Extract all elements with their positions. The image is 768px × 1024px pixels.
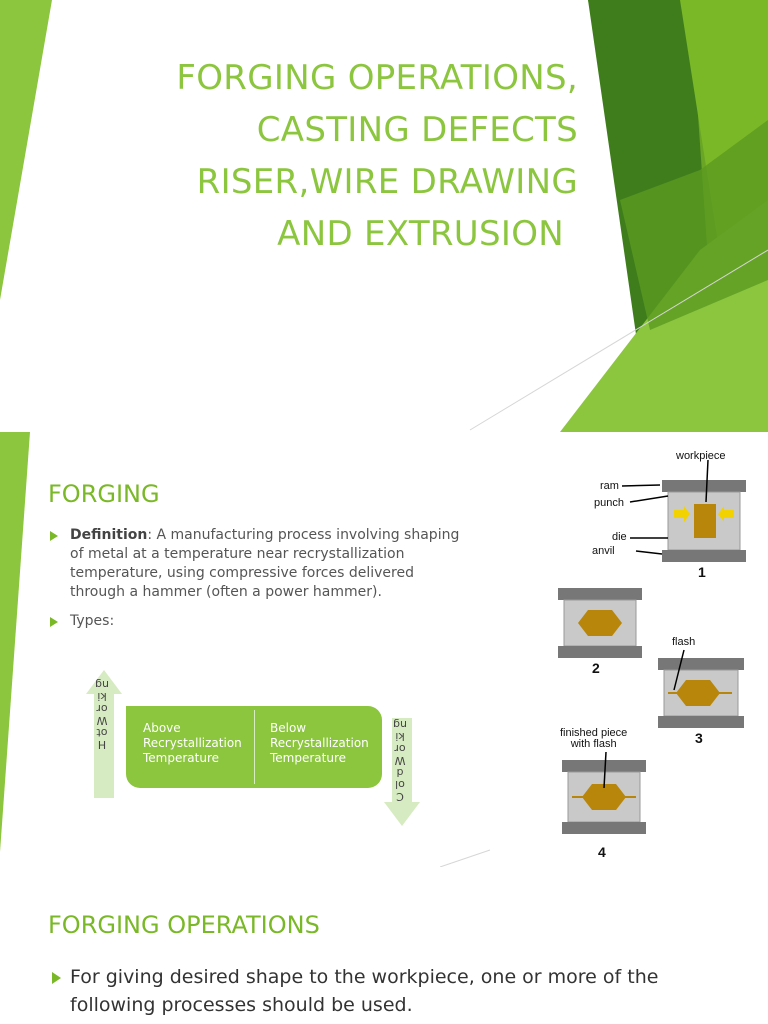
slide-title: FORGING OPERATIONS, CASTING DEFECTS RISE…: [110, 52, 578, 260]
types-box: Above Recrystallization Temperature Belo…: [126, 706, 382, 788]
title-line: AND EXTRUSION: [277, 214, 564, 254]
section-title: FORGING: [48, 480, 160, 508]
title-slide: FORGING OPERATIONS, CASTING DEFECTS RISE…: [0, 0, 768, 432]
forging-operations-slide: FORGING OPERATIONS For giving desired sh…: [0, 867, 768, 1024]
definition-label: Definition: [70, 527, 148, 543]
types-bullet: Types:: [50, 612, 115, 631]
title-line: FORGING OPERATIONS,: [176, 58, 578, 98]
arrow-up-icon: [86, 670, 122, 798]
operations-text: For giving desired shape to the workpiec…: [70, 966, 659, 1016]
step-number: 1: [698, 564, 706, 580]
hot-working-label: H ot W or ki ng: [95, 678, 109, 751]
label-workpiece: workpiece: [676, 450, 726, 462]
label-punch: punch: [594, 497, 624, 509]
label-ram: ram: [600, 480, 619, 492]
definition-bullet: Definition: A manufacturing process invo…: [50, 526, 470, 602]
definition-text: : A manufacturing process involving shap…: [70, 527, 460, 600]
step-number: 2: [592, 660, 600, 676]
bullet-arrow-icon: [50, 531, 58, 541]
label-flash: flash: [672, 636, 696, 648]
forging-slide: FORGING Definition: A manufacturing proc…: [0, 432, 768, 867]
forging-process-diagram: workpiece ram punch die anvil 1 2 flash …: [548, 440, 768, 867]
title-line: CASTING DEFECTS: [256, 110, 578, 150]
types-divider: [254, 710, 255, 784]
types-label: Types:: [70, 613, 115, 629]
cold-working-label: C ol d W or ki ng: [393, 718, 407, 803]
type-above-recrystallization: Above Recrystallization Temperature: [143, 721, 242, 765]
green-stripe-decoration: [0, 432, 491, 867]
bullet-arrow-icon: [50, 617, 58, 627]
title-line: RISER,WIRE DRAWING: [196, 162, 578, 202]
operations-bullet: For giving desired shape to the workpiec…: [52, 963, 710, 1019]
step-number: 4: [598, 844, 606, 860]
label-anvil: anvil: [592, 545, 615, 557]
label-finished-piece: finished piece with flash: [560, 727, 628, 750]
arrow-down-icon: [384, 718, 420, 826]
step-number: 3: [695, 730, 703, 746]
green-stripes-decoration: [0, 0, 768, 432]
type-below-recrystallization: Below Recrystallization Temperature: [270, 721, 369, 765]
bullet-arrow-icon: [52, 972, 61, 984]
section-title: FORGING OPERATIONS: [48, 911, 320, 939]
label-die: die: [612, 531, 627, 543]
forging-diagram-graphic: [558, 459, 746, 834]
